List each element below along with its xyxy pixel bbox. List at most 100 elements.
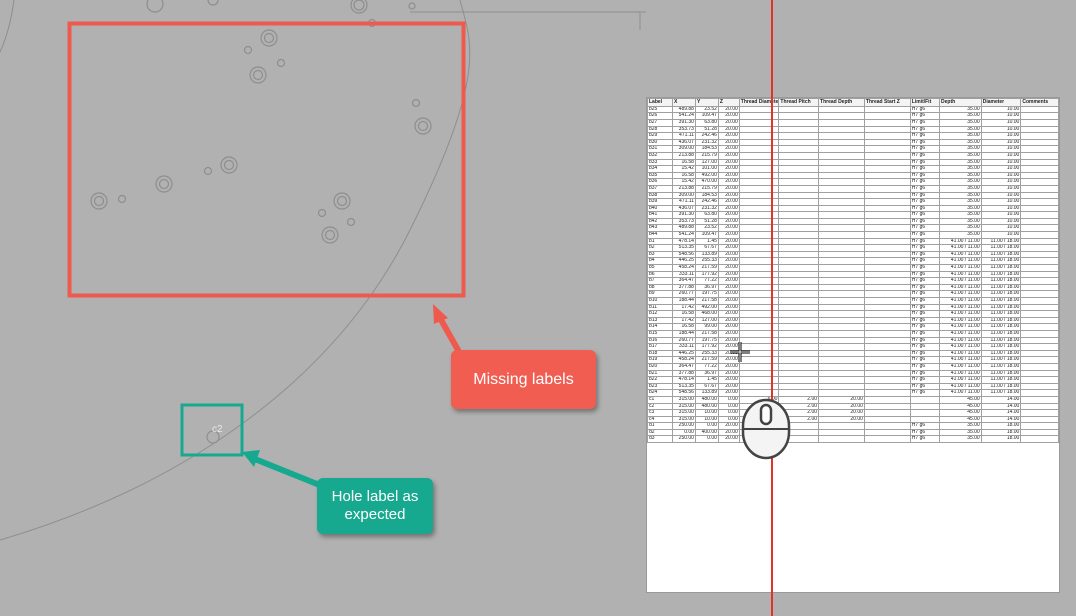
table-cell[interactable]: 11.00 / 18.00: [980, 336, 1022, 345]
table-cell[interactable]: H7 g6: [909, 244, 941, 252]
table-cell[interactable]: 10.00: [980, 158, 1022, 167]
table-cell[interactable]: b17: [647, 343, 674, 351]
table-cell[interactable]: 11.00 / 18.00: [980, 356, 1022, 364]
table-cell[interactable]: [863, 310, 911, 318]
table-cell[interactable]: [818, 237, 865, 246]
table-cell[interactable]: H7 g6: [909, 389, 941, 397]
table-cell[interactable]: 11.00 / 18.00: [980, 270, 1022, 279]
table-cell[interactable]: [1020, 244, 1059, 252]
table-cell[interactable]: 41.00 / 11.00: [939, 343, 982, 351]
table-cell[interactable]: [778, 132, 820, 140]
table-cell[interactable]: 109.47: [694, 231, 719, 239]
table-cell[interactable]: [863, 303, 911, 312]
table-cell[interactable]: 10.00: [980, 204, 1022, 213]
table-cell[interactable]: [778, 376, 820, 384]
table-cell[interactable]: [818, 178, 865, 186]
table-cell[interactable]: [818, 165, 865, 173]
table-cell[interactable]: 133.89: [694, 250, 719, 259]
table-cell[interactable]: 20.00: [717, 231, 740, 239]
column-header[interactable]: Label: [647, 98, 674, 107]
table-cell[interactable]: 14.00: [980, 415, 1022, 424]
table-cell[interactable]: b33: [647, 158, 674, 167]
table-cell[interactable]: [778, 382, 820, 391]
table-cell[interactable]: [818, 356, 865, 364]
table-cell[interactable]: [1020, 264, 1059, 272]
table-cell[interactable]: [818, 224, 865, 233]
table-cell[interactable]: [1020, 349, 1059, 358]
table-cell[interactable]: [818, 250, 865, 259]
table-cell[interactable]: [863, 330, 911, 338]
table-cell[interactable]: 468.00: [694, 310, 719, 318]
table-cell[interactable]: 11.00 / 18.00: [980, 257, 1022, 266]
table-cell[interactable]: [818, 105, 865, 114]
table-cell[interactable]: 1.45: [694, 376, 719, 384]
table-cell[interactable]: b2: [647, 244, 674, 252]
table-cell[interactable]: 20.00: [818, 409, 865, 417]
table-cell[interactable]: [778, 389, 820, 397]
table-cell[interactable]: 16.58: [672, 310, 696, 318]
table-cell[interactable]: [818, 204, 865, 213]
table-cell[interactable]: 67.67: [694, 244, 719, 252]
table-cell[interactable]: 184.53: [694, 145, 719, 153]
table-cell[interactable]: [778, 303, 820, 312]
table-cell[interactable]: 541.24: [672, 231, 696, 239]
table-cell[interactable]: [863, 336, 911, 345]
table-cell[interactable]: H7 g6: [909, 237, 941, 246]
table-cell[interactable]: [778, 297, 820, 305]
table-cell[interactable]: b22: [647, 376, 674, 384]
table-cell[interactable]: 471.11: [672, 198, 696, 206]
table-cell[interactable]: 35.00: [939, 211, 982, 219]
table-cell[interactable]: 20.00: [717, 145, 740, 153]
table-cell[interactable]: 23.52: [694, 224, 719, 233]
table-cell[interactable]: 35.00: [939, 105, 982, 114]
table-cell[interactable]: [818, 303, 865, 312]
table-cell[interactable]: 41.00 / 11.00: [939, 389, 982, 397]
table-cell[interactable]: 41.00 / 11.00: [939, 356, 982, 364]
table-cell[interactable]: H7 g6: [909, 316, 941, 325]
table-cell[interactable]: 20.00: [717, 184, 740, 193]
table-cell[interactable]: H7 g6: [909, 290, 941, 298]
table-cell[interactable]: 41.00 / 11.00: [939, 376, 982, 384]
table-cell[interactable]: H7 g6: [909, 303, 941, 312]
table-cell[interactable]: [863, 409, 911, 417]
table-cell[interactable]: [818, 323, 865, 331]
table-cell[interactable]: 20.00: [717, 362, 740, 371]
table-cell[interactable]: 35.00: [939, 435, 982, 444]
table-cell[interactable]: [863, 217, 911, 226]
table-cell[interactable]: 10.00: [980, 231, 1022, 239]
column-header[interactable]: Z: [717, 98, 740, 107]
table-cell[interactable]: H7 g6: [909, 349, 941, 358]
table-cell[interactable]: 35.00: [939, 184, 982, 193]
table-cell[interactable]: [778, 336, 820, 345]
table-cell[interactable]: b28: [647, 125, 674, 134]
table-cell[interactable]: 41.00 / 11.00: [939, 303, 982, 312]
table-cell[interactable]: H7 g6: [909, 382, 941, 391]
table-cell[interactable]: [778, 217, 820, 226]
table-cell[interactable]: H7 g6: [909, 231, 941, 239]
table-cell[interactable]: [818, 125, 865, 134]
table-cell[interactable]: 20.00: [717, 428, 740, 437]
table-cell[interactable]: 471.11: [672, 132, 696, 140]
table-cell[interactable]: [1020, 204, 1059, 213]
table-cell[interactable]: [778, 125, 820, 134]
table-cell[interactable]: 548.56: [672, 389, 696, 397]
table-cell[interactable]: [818, 316, 865, 325]
table-cell[interactable]: [778, 316, 820, 325]
table-cell[interactable]: b30: [647, 138, 674, 147]
table-cell[interactable]: [778, 310, 820, 318]
table-cell[interactable]: d1: [647, 422, 674, 430]
table-cell[interactable]: H7 g6: [909, 151, 941, 160]
table-cell[interactable]: H7 g6: [909, 356, 941, 364]
table-cell[interactable]: 11.00 / 18.00: [980, 376, 1022, 384]
table-cell[interactable]: 20.00: [717, 105, 740, 114]
table-cell[interactable]: 315.00: [672, 402, 696, 411]
